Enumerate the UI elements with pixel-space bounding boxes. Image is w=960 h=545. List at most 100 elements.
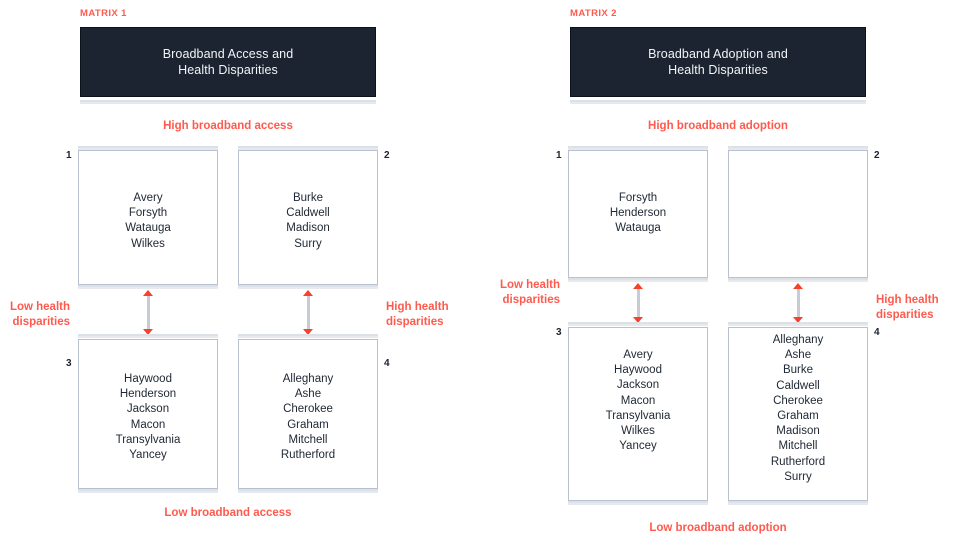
- matrix-2-q4-bottom-rail: [728, 501, 868, 505]
- matrix-1-title-rail: [80, 100, 376, 104]
- arrow-down-icon: [303, 329, 313, 335]
- matrix-2-axis-bottom-label: Low broadband adoption: [649, 522, 787, 534]
- matrix-2-quadrant-4-number: 4: [874, 327, 880, 338]
- arrow-up-icon: [793, 283, 803, 289]
- county-item: Madison: [286, 222, 330, 235]
- county-item: Alleghany: [282, 373, 334, 385]
- county-item: Rutherford: [770, 455, 826, 468]
- matrix-1-quadrant-4-number: 4: [384, 358, 390, 369]
- county-item: Macon: [130, 418, 166, 431]
- matrix-2-title-box: Broadband Adoption and Health Disparitie…: [570, 27, 866, 97]
- county-item: Henderson: [609, 207, 667, 220]
- matrix-1-q2-top-rail: [238, 146, 378, 150]
- county-item: Alleghany: [772, 334, 824, 346]
- matrix-2-q2-top-rail: [728, 146, 868, 150]
- matrix-1-title-box: Broadband Access and Health Disparities: [80, 27, 376, 97]
- matrix-2-q2-bottom-rail: [728, 278, 868, 282]
- arrow-up-icon: [303, 290, 313, 296]
- county-item: Mitchell: [288, 433, 328, 446]
- matrix-2-quadrant-2-number: 2: [874, 150, 880, 161]
- county-item: Transylvania: [115, 433, 181, 446]
- county-item: Cherokee: [283, 403, 333, 416]
- matrix-1-axis-top-label: High broadband access: [163, 120, 293, 132]
- matrix-1-eyebrow: MATRIX 1: [80, 8, 127, 19]
- matrix-2-connector-right: [793, 283, 803, 323]
- matrix-2-axis-top-label: High broadband adoption: [648, 120, 788, 132]
- county-item: Mitchell: [778, 440, 818, 453]
- arrow-down-icon: [633, 317, 643, 323]
- matrix-1-quadrant-1-number: 1: [66, 150, 72, 161]
- county-item: Burke: [292, 192, 324, 204]
- county-item: Wilkes: [621, 425, 655, 438]
- county-item: Haywood: [124, 373, 172, 385]
- matrix-2: MATRIX 2 Broadband Adoption and Health D…: [490, 0, 960, 545]
- county-item: Avery: [133, 192, 163, 204]
- county-item: Forsyth: [128, 207, 168, 220]
- matrix-2-title-rail: [570, 100, 866, 104]
- matrix-1: MATRIX 1 Broadband Access and Health Dis…: [0, 0, 470, 545]
- county-item: Watauga: [125, 222, 171, 235]
- arrow-down-icon: [793, 317, 803, 323]
- matrix-1-axis-left-label: Low health disparities: [9, 301, 70, 328]
- county-item: Avery: [623, 349, 653, 361]
- county-item: Caldwell: [286, 207, 330, 220]
- matrix-2-eyebrow: MATRIX 2: [570, 8, 617, 19]
- matrix-1-q4-top-rail: [238, 334, 378, 338]
- county-item: Rutherford: [280, 449, 336, 462]
- county-item: Ashe: [784, 349, 812, 362]
- matrix-2-quadrant-2[interactable]: [728, 150, 868, 278]
- matrix-1-axis-bottom-label: Low broadband access: [164, 507, 292, 519]
- county-item: Transylvania: [605, 409, 671, 422]
- county-item: Jackson: [126, 403, 170, 416]
- matrix-1-q2-bottom-rail: [238, 285, 378, 289]
- county-item: Graham: [777, 410, 819, 423]
- county-item: Haywood: [614, 364, 662, 377]
- matrix-1-q3-top-rail: [78, 334, 218, 338]
- matrix-1-quadrant-2-number: 2: [384, 150, 390, 161]
- matrix-1-axis-right-label: High health disparities: [386, 301, 449, 328]
- county-item: Yancey: [129, 449, 167, 462]
- county-item: Cherokee: [773, 394, 823, 407]
- matrix-2-q1-bottom-rail: [568, 278, 708, 282]
- county-item: Yancey: [619, 440, 657, 453]
- matrix-2-axis-right-label: High health disparities: [876, 294, 939, 321]
- matrix-1-q1-bottom-rail: [78, 285, 218, 289]
- matrix-1-connector-right: [303, 290, 313, 335]
- arrow-down-icon: [143, 329, 153, 335]
- county-item: Jackson: [616, 379, 660, 392]
- matrix-2-title: Broadband Adoption and Health Disparitie…: [648, 47, 788, 77]
- arrow-up-icon: [143, 290, 153, 296]
- county-item: Watauga: [615, 222, 661, 235]
- county-item: Madison: [776, 425, 820, 438]
- arrow-up-icon: [633, 283, 643, 289]
- county-item: Wilkes: [131, 237, 165, 250]
- county-item: Caldwell: [776, 379, 820, 392]
- county-item: Macon: [620, 394, 656, 407]
- county-item: Forsyth: [618, 192, 658, 204]
- matrix-2-q4-top-rail: [728, 322, 868, 326]
- matrix-1-q3-bottom-rail: [78, 489, 218, 493]
- matrix-1-q4-bottom-rail: [238, 489, 378, 493]
- county-item: Burke: [782, 364, 814, 377]
- matrix-2-q3-top-rail: [568, 322, 708, 326]
- county-item: Graham: [287, 418, 329, 431]
- county-item: Surry: [294, 237, 322, 250]
- matrix-1-connector-left: [143, 290, 153, 335]
- matrix-2-q1-top-rail: [568, 146, 708, 150]
- matrix-2-q3-bottom-rail: [568, 501, 708, 505]
- matrix-2-connector-left: [633, 283, 643, 323]
